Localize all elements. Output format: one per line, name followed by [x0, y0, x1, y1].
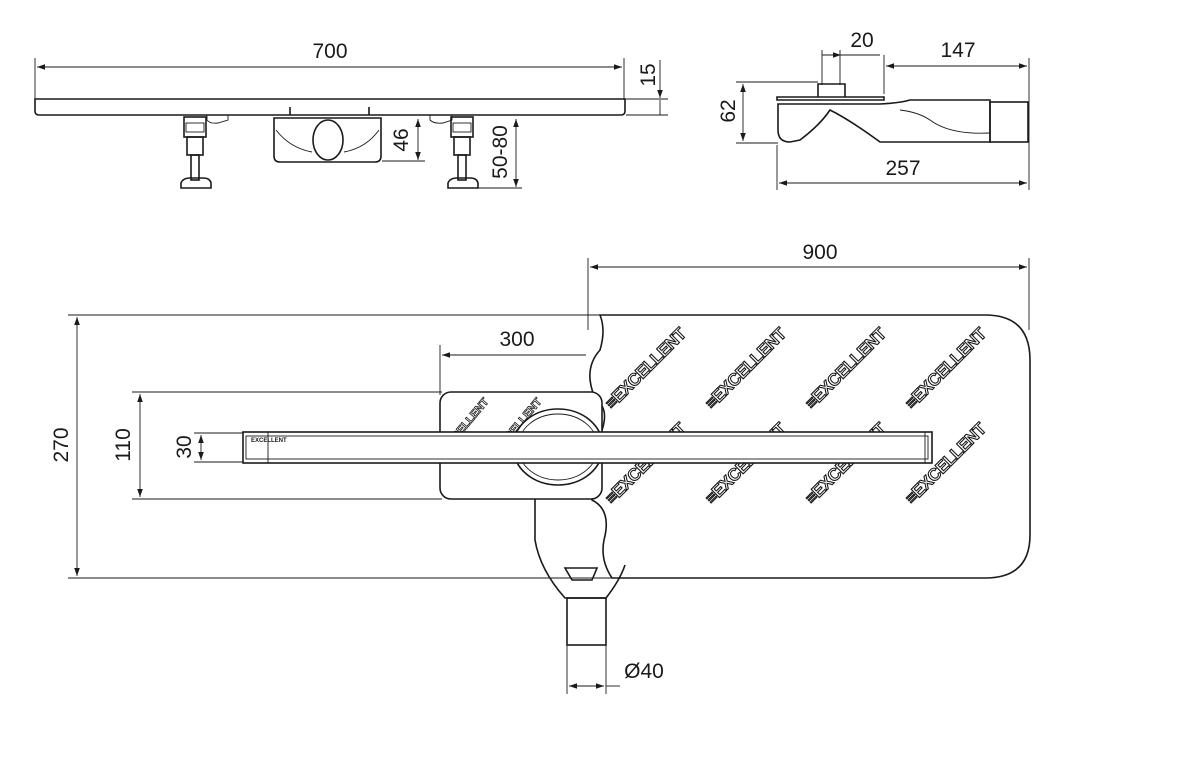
body-height-label: 46: [390, 128, 413, 151]
flange-width-label: 300: [499, 328, 534, 351]
nipple-width-label: 20: [850, 29, 873, 52]
top-thickness-label: 15: [637, 63, 660, 86]
membrane-width-label: 900: [802, 241, 837, 264]
outlet-spigot: [989, 101, 1029, 143]
outlet-length-label: 147: [940, 39, 975, 62]
nipple: [817, 83, 846, 97]
front-view: 700 15 46: [34, 40, 668, 189]
side-height-label: 62: [717, 99, 740, 122]
leg-height-label: 50-80: [489, 125, 512, 179]
plan-view: 900 270 300 110 30 ≡EXCELLENT≡EXCELLENT≡…: [50, 241, 1031, 694]
left-leg: [180, 116, 212, 189]
width-dimension-label: 700: [312, 40, 347, 63]
channel-logo: EXCELLENT: [251, 438, 287, 444]
right-leg: [447, 116, 479, 189]
outlet-diameter-label: Ø40: [624, 660, 664, 683]
outlet-pipe: [566, 597, 607, 646]
trap-body: [777, 99, 991, 143]
flange-height-label: 110: [112, 428, 135, 461]
grate-top: [34, 98, 626, 116]
drain-channel: [242, 431, 933, 464]
drain-body: [273, 117, 382, 163]
outlet-pipe-circle: [312, 119, 344, 161]
side-length-label: 257: [885, 157, 920, 180]
channel-width-label: 30: [173, 435, 196, 458]
side-view: 20 147 62 257: [717, 29, 1030, 190]
outlet-funnel: [534, 499, 626, 599]
membrane-height-label: 270: [50, 427, 73, 462]
